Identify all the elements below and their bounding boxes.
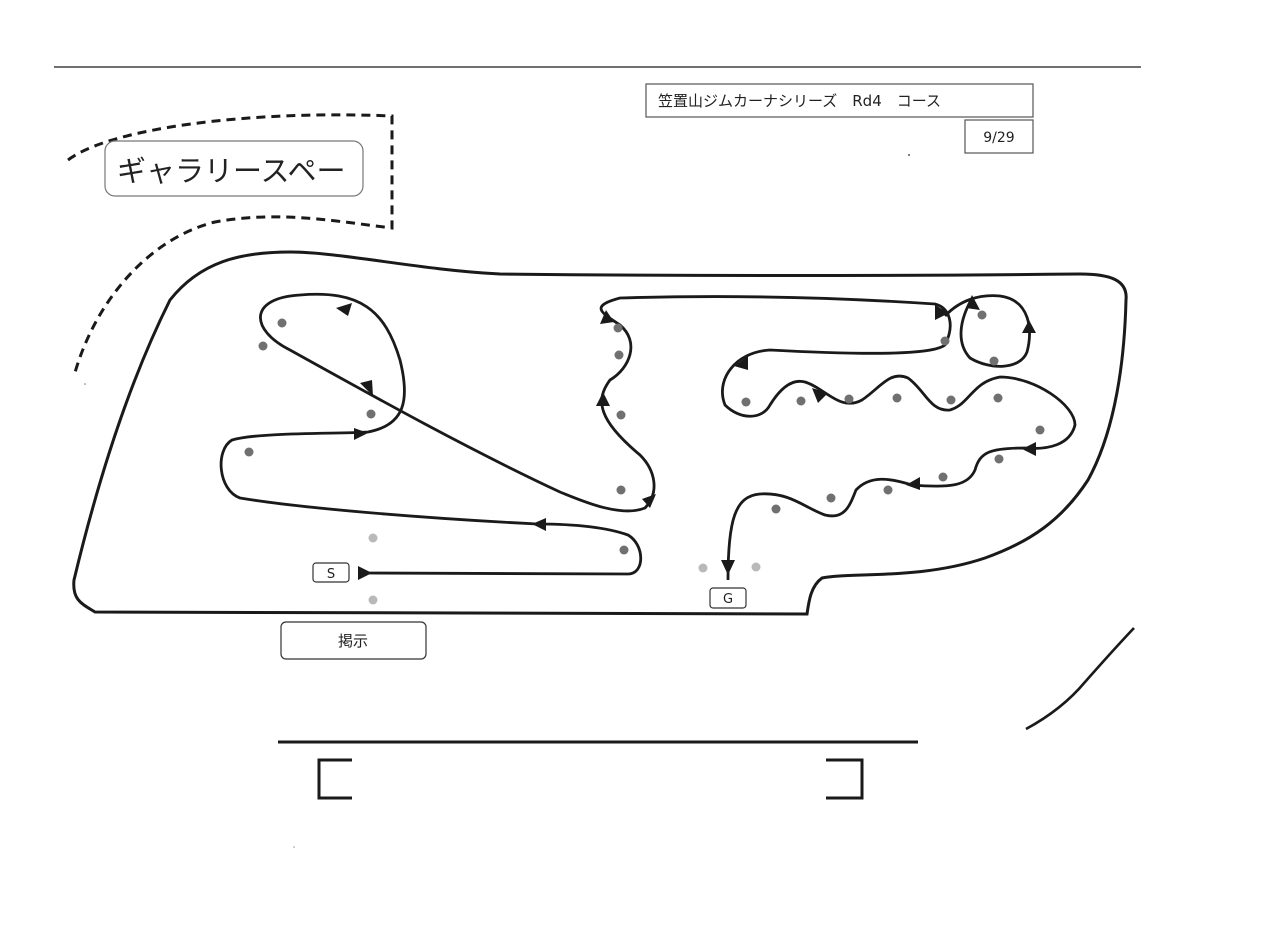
pylon (1035, 425, 1045, 435)
pylon (844, 394, 854, 404)
pylons (244, 310, 1045, 555)
start-gate-pylon (368, 595, 378, 605)
direction-arrow (596, 392, 610, 406)
pylon (258, 341, 268, 351)
goal-gate-pylon (751, 562, 761, 572)
bottom-bracket-right (826, 758, 864, 800)
course-title: 笠置山ジムカーナシリーズ Rd4 コース (658, 92, 941, 110)
gallery-space-label: ギャラリースペー (117, 154, 346, 188)
direction-arrow (734, 356, 748, 370)
pylon (614, 350, 624, 360)
direction-arrow (336, 303, 352, 316)
direction-arrow (360, 380, 373, 396)
pylon (826, 493, 836, 503)
start-gate-pylon (368, 533, 378, 543)
scan-speck (84, 383, 86, 385)
direction-arrow (966, 295, 980, 310)
direction-arrow (354, 428, 368, 440)
direction-arrows (336, 295, 1036, 580)
pylon (993, 393, 1003, 403)
gallery-space-sign: ギャラリースペー (104, 140, 364, 197)
date-box: 9/29 (964, 119, 1034, 154)
event-date: 9/29 (983, 130, 1014, 146)
scan-speck (908, 154, 910, 156)
direction-arrow (532, 518, 546, 531)
direction-arrow (1022, 320, 1036, 333)
scan-speck (293, 846, 295, 848)
direction-arrow (358, 566, 372, 580)
direction-arrow (642, 494, 656, 508)
outer-course-boundary (72, 250, 1128, 616)
pylon (946, 395, 956, 405)
pylon (994, 454, 1004, 464)
notice-board: 掲示 (280, 621, 427, 660)
pylon (741, 397, 751, 407)
driving-line-loop (943, 294, 1031, 368)
notice-label: 掲示 (338, 632, 368, 650)
direction-arrow (1022, 442, 1036, 456)
pylon (613, 323, 623, 333)
start-marker: S (312, 562, 350, 583)
pylon (619, 545, 629, 555)
direction-arrow (721, 560, 735, 575)
direction-arrow (812, 388, 828, 403)
goal-gate-pylon (698, 563, 708, 573)
pylon (989, 356, 999, 366)
pylon (616, 485, 626, 495)
pylon (796, 396, 806, 406)
start-label: S (327, 567, 335, 582)
pylon (940, 336, 950, 346)
pylon (892, 393, 902, 403)
title-box: 笠置山ジムカーナシリーズ Rd4 コース (645, 83, 1034, 118)
gate-pylons (368, 533, 761, 605)
road-edge-right (1025, 627, 1135, 731)
pylon (883, 485, 893, 495)
direction-arrow (906, 477, 920, 490)
pylon (277, 318, 287, 328)
goal-label: G (723, 592, 733, 607)
pylon (938, 472, 948, 482)
gallery-area-boundary (67, 113, 394, 377)
pylon (616, 410, 626, 420)
direction-arrow (600, 310, 614, 324)
goal-marker: G (709, 587, 747, 609)
pylon (244, 447, 254, 457)
direction-arrow (935, 305, 949, 320)
pylon (366, 409, 376, 419)
pylon (771, 504, 781, 514)
bottom-bracket-left (317, 758, 352, 800)
pylon (977, 310, 987, 320)
